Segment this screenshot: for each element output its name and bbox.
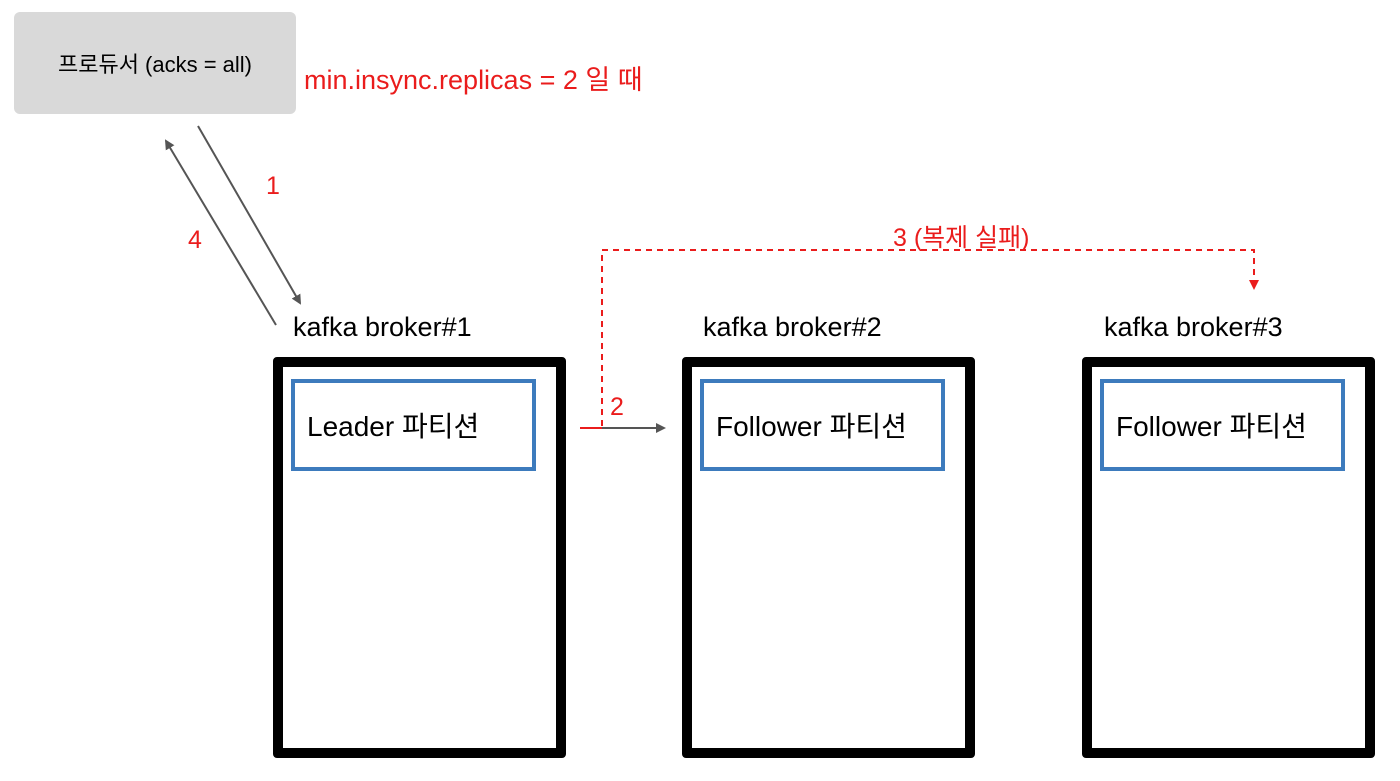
producer-label: 프로듀서 (acks = all) [57,52,253,77]
step-1-label: 1 [266,172,280,200]
step-4-label: 4 [188,226,202,254]
broker-3: Follower 파티션 [1082,357,1375,758]
broker-3-label: kafka broker#3 [1104,312,1283,342]
leader-partition: Leader 파티션 [291,379,536,471]
broker-2: Follower 파티션 [682,357,975,758]
broker-2-label: kafka broker#2 [703,312,882,342]
follower-partition-2-label: Follower 파티션 [716,411,907,442]
follower-partition-3-label: Follower 파티션 [1116,411,1307,442]
broker-1-label: kafka broker#1 [293,312,472,342]
producer-box: 프로듀서 (acks = all) [14,12,296,114]
arrow-step-3-dashed [601,249,1259,426]
leader-partition-label: Leader 파티션 [307,411,480,442]
step-2-label: 2 [610,393,624,421]
broker-1: Leader 파티션 [273,357,566,758]
follower-partition-2: Follower 파티션 [700,379,945,471]
follower-partition-3: Follower 파티션 [1100,379,1345,471]
config-note: min.insync.replicas = 2 일 때 [304,65,643,95]
step-3-label: 3 (복제 실패) [893,224,1030,252]
arrow-step-4 [164,139,277,326]
arrow-step-1 [197,125,301,305]
